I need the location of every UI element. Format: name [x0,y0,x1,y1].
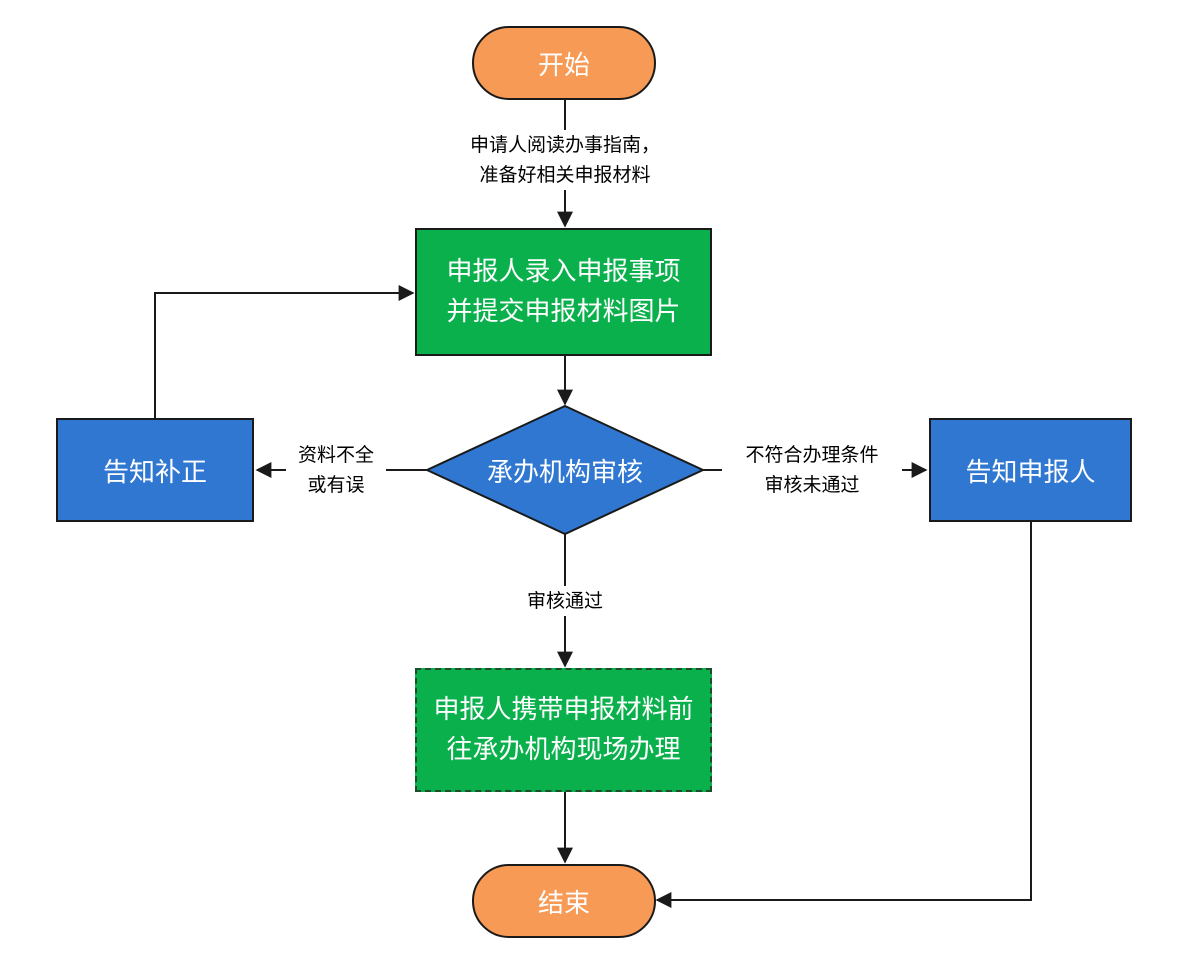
start-node: 开始 [472,26,656,100]
end-node: 结束 [472,864,656,938]
edge-label-review-to-notify: 不符合办理条件 审核未通过 [722,440,902,500]
onsite-node: 申报人携带申报材料前 往承办机构现场办理 [415,668,712,792]
submit-node: 申报人录入申报事项 并提交申报材料图片 [415,228,712,356]
edge-label-start-to-submit: 申请人阅读办事指南， 准备好相关申报材料 [434,130,696,190]
correct-node: 告知补正 [56,418,254,522]
edge-label-review-to-onsite: 审核通过 [500,586,630,616]
edge-correct-to-submit [154,285,415,418]
decision-diamond [424,404,706,536]
edge-notify-to-end [655,522,1032,908]
review-node-label: 承办机构审核 [486,457,643,488]
notify-node: 告知申报人 [929,418,1132,522]
edge-label-review-to-correct: 资料不全 或有误 [286,440,386,500]
